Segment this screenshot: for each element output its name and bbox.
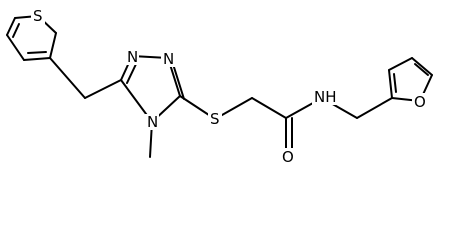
atom-label: N	[127, 48, 138, 66]
triazole-nitrogen-1: N	[125, 48, 139, 66]
bond	[49, 57, 86, 99]
triazole-nitrogen-4: N	[145, 113, 159, 131]
atom-label: O	[414, 93, 426, 111]
bond	[49, 32, 57, 59]
bond	[6, 34, 25, 61]
atom-label: O	[282, 148, 294, 166]
atom-label: NH	[314, 88, 337, 106]
bond-double	[27, 51, 47, 54]
amide-nitrogen: NH	[312, 88, 337, 106]
thioether-sulfur: S	[208, 110, 222, 128]
thiophene-sulfur: S	[31, 7, 45, 25]
amide-oxygen: O	[280, 148, 296, 166]
atom-label: S	[33, 7, 43, 25]
bond	[411, 57, 433, 76]
atom-label: N	[147, 113, 158, 131]
bond-double	[12, 23, 20, 38]
bond-double	[172, 63, 185, 100]
bond	[251, 97, 287, 119]
bond-double	[414, 63, 429, 76]
molecule-diagram: S N N N S O NH O	[6, 7, 433, 166]
bond	[388, 69, 393, 99]
bond	[23, 57, 51, 61]
bond	[84, 79, 122, 99]
bond-double	[126, 61, 138, 84]
atom-label: N	[163, 50, 174, 68]
atom-label: S	[210, 110, 220, 128]
bond	[388, 57, 413, 71]
bond-double	[393, 73, 397, 93]
triazole-nitrogen-2: N	[161, 50, 175, 68]
bond	[356, 97, 393, 119]
bond	[6, 17, 16, 36]
furan-oxygen: O	[412, 93, 428, 111]
